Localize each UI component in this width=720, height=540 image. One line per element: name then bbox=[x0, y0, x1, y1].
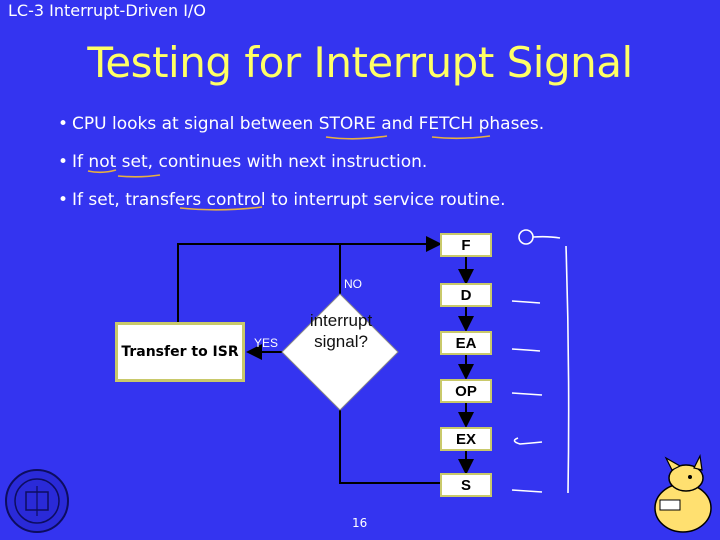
bullet-dot: • bbox=[58, 152, 69, 172]
isr-box: Transfer to ISR bbox=[115, 322, 245, 382]
phase-box-fetch: F bbox=[440, 233, 492, 257]
slide-header: LC-3 Interrupt-Driven I/O bbox=[8, 1, 206, 20]
bullet-list: •CPU looks at signal between STORE and F… bbox=[58, 112, 544, 226]
loop-back-line bbox=[339, 410, 465, 484]
bullet-item: •CPU looks at signal between STORE and F… bbox=[58, 112, 544, 150]
annotation-underlines bbox=[87, 135, 491, 211]
bullet-text: CPU looks at signal between STORE and FE… bbox=[72, 114, 545, 134]
phase-box-execute: EX bbox=[440, 427, 492, 451]
bullet-text: If not set, continues with next instruct… bbox=[72, 152, 428, 172]
phase-box-store: S bbox=[440, 473, 492, 497]
bullet-item: •If not set, continues with next instruc… bbox=[58, 150, 544, 188]
branch-label-yes: YES bbox=[254, 336, 279, 350]
page-number: 16 bbox=[352, 516, 368, 530]
bullet-text: If set, transfers control to interrupt s… bbox=[72, 190, 506, 210]
slide-title: Testing for Interrupt Signal bbox=[87, 38, 633, 87]
annotation-marks bbox=[511, 229, 570, 494]
mascot-logo bbox=[654, 454, 712, 533]
bullet-item: •If set, transfers control to interrupt … bbox=[58, 188, 544, 226]
decision-diamond bbox=[281, 293, 399, 411]
phase-box-operand: OP bbox=[440, 379, 492, 403]
phase-box-evaluate-address: EA bbox=[440, 331, 492, 355]
branch-label-no: NO bbox=[344, 277, 362, 291]
decision-label: interrupt signal? bbox=[309, 311, 373, 351]
bullet-dot: • bbox=[58, 190, 69, 210]
bullet-dot: • bbox=[58, 114, 69, 134]
phase-box-decode: D bbox=[440, 283, 492, 307]
f-return-line bbox=[177, 236, 442, 322]
university-seal-logo bbox=[5, 469, 69, 533]
